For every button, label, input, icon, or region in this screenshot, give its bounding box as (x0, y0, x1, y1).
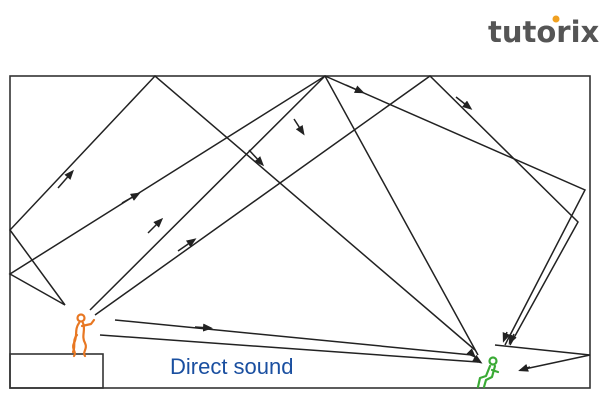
ray-arrow (345, 84, 365, 94)
seated-listener-icon (476, 356, 500, 389)
ray-arrow (455, 96, 473, 110)
hall-outline (9, 75, 591, 389)
ray-arrow (57, 169, 74, 189)
ray-arrows (57, 84, 531, 372)
ray-direct-1 (114, 319, 473, 356)
ray-arrow (147, 217, 164, 234)
direct-sound-label: Direct sound (170, 354, 294, 379)
ray-direct-2 (99, 334, 479, 363)
ray-arrow (508, 333, 517, 345)
speaking-person-icon (71, 313, 96, 358)
ray-back-wall (494, 344, 591, 371)
ray-arrow (121, 192, 141, 204)
ray-arrow (248, 149, 265, 167)
logo-dot-icon (552, 15, 560, 23)
ray-arrow (518, 363, 531, 372)
ray-ceiling-2 (94, 75, 579, 346)
ray-arrow (194, 323, 213, 332)
logo-text: tutorix (488, 15, 600, 49)
ray-arrow (177, 238, 197, 252)
ray-arrow (502, 331, 511, 343)
ray-wall-reflection-1 (9, 74, 476, 351)
ray-ceiling-1 (89, 75, 587, 346)
ray-wall-reflection-2 (8, 74, 479, 356)
tutorix-logo: tutorix (488, 15, 600, 49)
ray-arrow (293, 118, 305, 136)
stage-platform (9, 353, 104, 389)
sound-rays (8, 74, 591, 371)
ray-arrow (471, 354, 483, 364)
